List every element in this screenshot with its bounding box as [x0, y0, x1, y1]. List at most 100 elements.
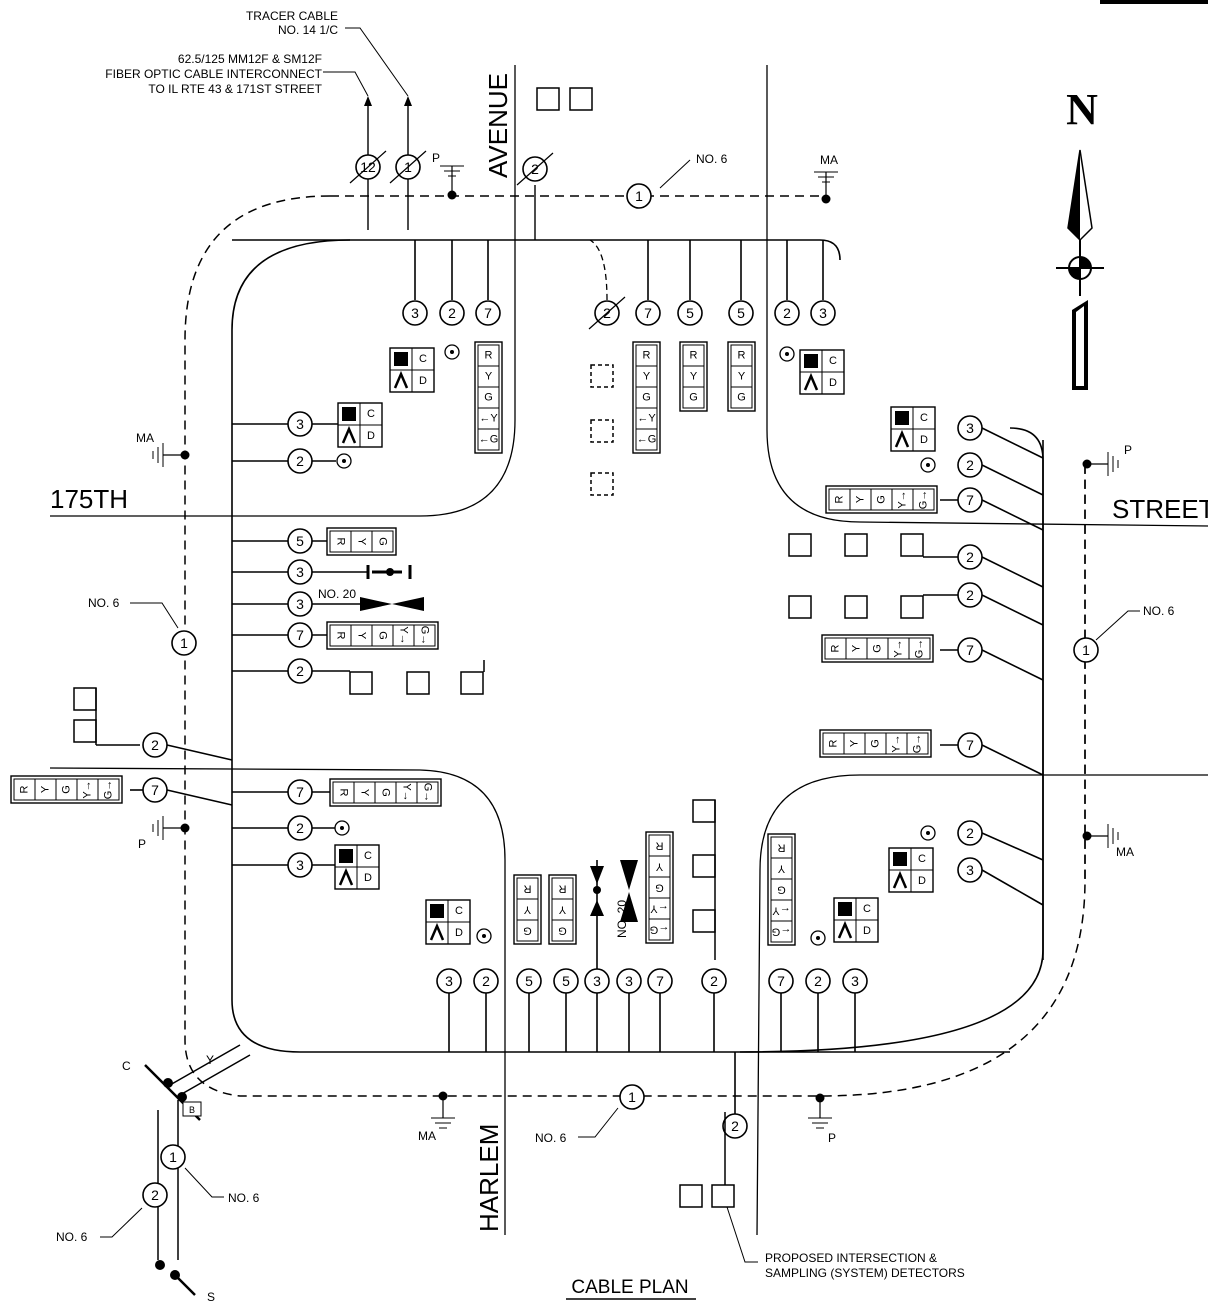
cable-count-bubble — [287, 658, 313, 684]
cable-count-label: 3 — [851, 973, 859, 989]
cable-count-label: 2 — [482, 973, 490, 989]
cable-count-label: 7 — [966, 492, 974, 508]
signal-lens: G — [523, 925, 532, 937]
cable-count-label: 3 — [296, 857, 304, 873]
cable-count-bubble — [647, 968, 673, 994]
cable-count-label: 5 — [525, 973, 533, 989]
cable-count-label: 1 — [180, 635, 188, 651]
signal-lens: G→ — [914, 639, 926, 659]
cable-count-bubble — [810, 300, 836, 326]
pedestrian-signal: CD — [890, 406, 936, 452]
signal-lens: R — [834, 495, 846, 503]
cable-count-label: 1 — [635, 188, 643, 204]
signal-lens: Y→ — [897, 490, 909, 508]
signal-head: RYG — [679, 341, 708, 412]
signal-lens: Y — [855, 495, 867, 503]
cable-count-bubbles: 3272755233253372277233255337272323327227… — [142, 150, 1099, 1208]
signal-lens: ←Y — [650, 903, 669, 915]
cable-count-label: 3 — [819, 305, 827, 321]
ped-lens: C — [920, 412, 928, 424]
signal-lens: R — [335, 632, 347, 640]
signal-lens: G — [642, 392, 651, 404]
cable-count-bubble — [553, 968, 579, 994]
signal-lens: Y — [849, 739, 861, 747]
detectors — [73, 87, 924, 1208]
cable-count-label: 2 — [296, 453, 304, 469]
north-label: N — [1066, 85, 1098, 134]
cable-count-label: 5 — [562, 973, 570, 989]
cable-count-label: 3 — [966, 420, 974, 436]
signal-lens: G — [689, 392, 698, 404]
signal-lens: R — [523, 883, 531, 895]
cable-count-label: 1 — [169, 1149, 177, 1165]
signal-lens: G — [870, 739, 882, 748]
cable-count-bubble — [142, 732, 168, 758]
cable-count-bubble — [957, 487, 983, 513]
interconnect-loop — [184, 195, 1086, 1097]
cable-count-bubble — [805, 968, 831, 994]
cable-count-bubble — [957, 857, 983, 883]
tracer-note-line1: TRACER CABLE — [246, 9, 338, 23]
ground-label-p: P — [828, 1131, 836, 1145]
ped-lens: D — [367, 430, 375, 442]
road-edges — [49, 65, 1208, 1236]
signal-lens: ←Y — [479, 413, 498, 425]
cable-count-bubble — [957, 820, 983, 846]
signal-lens: Y — [643, 371, 651, 383]
ground-label-ma: MA — [1116, 845, 1134, 859]
signal-lens: G — [377, 631, 389, 640]
cable-count-label: 2 — [151, 737, 159, 753]
ped-lens: C — [419, 353, 427, 365]
signal-lens: G — [558, 925, 567, 937]
conduit-loop — [231, 239, 1044, 1053]
drawing-title: CABLE PLAN — [571, 1277, 688, 1298]
cable-count-label: 5 — [737, 305, 745, 321]
signal-lens: R — [738, 350, 746, 362]
cable-count-label: 3 — [445, 973, 453, 989]
street-name-north: AVENUE — [483, 73, 513, 178]
cable-count-bubble — [768, 968, 794, 994]
pedestrian-signal: CD — [389, 347, 435, 393]
signal-lens: G — [777, 884, 786, 896]
cable-size-note: NO. 6 — [56, 1230, 88, 1244]
cable-count-bubble — [436, 968, 462, 994]
fiber-note-line1: 62.5/125 MM12F & SM12F — [178, 52, 322, 66]
cable-count-bubble — [842, 968, 868, 994]
cable-count-label: 3 — [296, 416, 304, 432]
signal-lens: Y — [359, 789, 371, 797]
signal-lens: ←Y — [637, 413, 656, 425]
cable-count-label: 7 — [656, 973, 664, 989]
cable-count-label: 1 — [628, 1089, 636, 1105]
ground-label-p: P — [138, 837, 146, 851]
cable-count-bubble — [287, 411, 313, 437]
signal-lens: Y→ — [82, 780, 94, 798]
pedestrian-signal: CD — [799, 349, 845, 395]
cable-count-bubble — [171, 630, 197, 656]
signal-lens: G — [876, 495, 888, 504]
signal-lens: G→ — [918, 490, 930, 510]
cable-count-bubble — [287, 815, 313, 841]
pedestrian-signal: CD — [337, 402, 383, 448]
cable-count-bubble — [584, 968, 610, 994]
signal-lens: ←G — [637, 434, 657, 446]
signal-head: RYG←Y←G — [645, 831, 674, 944]
cable-count-label: 3 — [296, 564, 304, 580]
signal-lens: Y — [655, 861, 663, 873]
ped-lens: C — [364, 850, 372, 862]
cable-count-bubble — [957, 637, 983, 663]
cable-count-bubble — [287, 448, 313, 474]
ground-label-ma: MA — [820, 153, 838, 167]
cable-count-bubble — [160, 1144, 186, 1170]
cable-count-bubble — [402, 300, 428, 326]
cable-size-note: NO. 6 — [696, 152, 728, 166]
cable-count-bubble — [473, 968, 499, 994]
cable-count-bubble — [1073, 637, 1099, 663]
ground-rods — [152, 165, 1119, 1129]
signal-lens: G→ — [422, 783, 434, 803]
cable-count-bubble — [626, 183, 652, 209]
